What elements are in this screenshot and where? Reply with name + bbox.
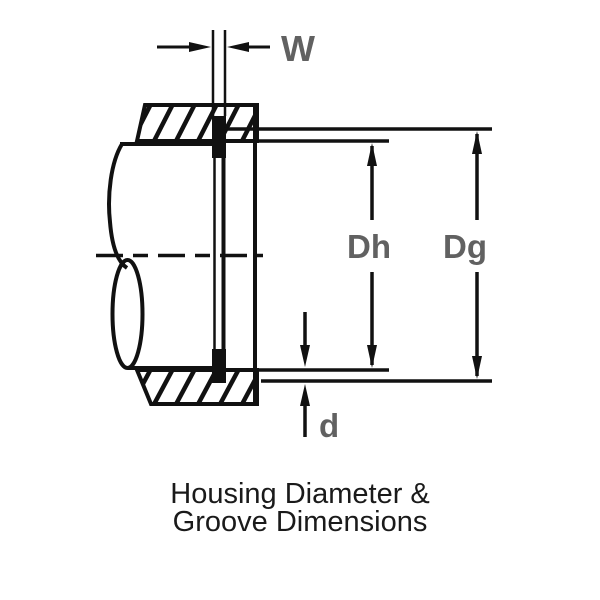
label-groove-width: W	[281, 28, 315, 69]
ring-section-top	[212, 116, 226, 158]
caption-line-2: Groove Dimensions	[173, 506, 428, 538]
extension-lines	[224, 127, 492, 383]
w-arrow-right	[227, 42, 249, 52]
d-arrow-top	[300, 345, 310, 367]
shaft-silhouette-curve	[107, 142, 129, 270]
dimension-dh	[367, 143, 377, 368]
dh-arrow-bottom	[367, 345, 377, 368]
dh-arrow-top	[367, 143, 377, 166]
label-housing-diameter: Dh	[347, 228, 391, 265]
dg-arrow-bottom	[472, 356, 482, 379]
retaining-ring	[212, 116, 226, 383]
caption-line-1: Housing Diameter &	[170, 478, 430, 510]
shaft-end-face-ellipse	[110, 258, 145, 370]
ring-section-bottom	[212, 349, 226, 383]
caption: Housing Diameter & Groove Dimensions	[170, 478, 430, 538]
hatch-top	[137, 105, 257, 141]
label-groove-depth: d	[319, 407, 339, 444]
dimension-w	[157, 30, 270, 116]
dimension-dg	[472, 131, 482, 379]
dimension-d	[300, 312, 310, 437]
d-arrow-bottom	[300, 384, 310, 406]
label-groove-diameter: Dg	[443, 228, 487, 265]
hatch-bottom	[137, 370, 257, 404]
shaft	[107, 142, 213, 370]
dg-arrow-top	[472, 131, 482, 154]
w-arrow-left	[189, 42, 211, 52]
